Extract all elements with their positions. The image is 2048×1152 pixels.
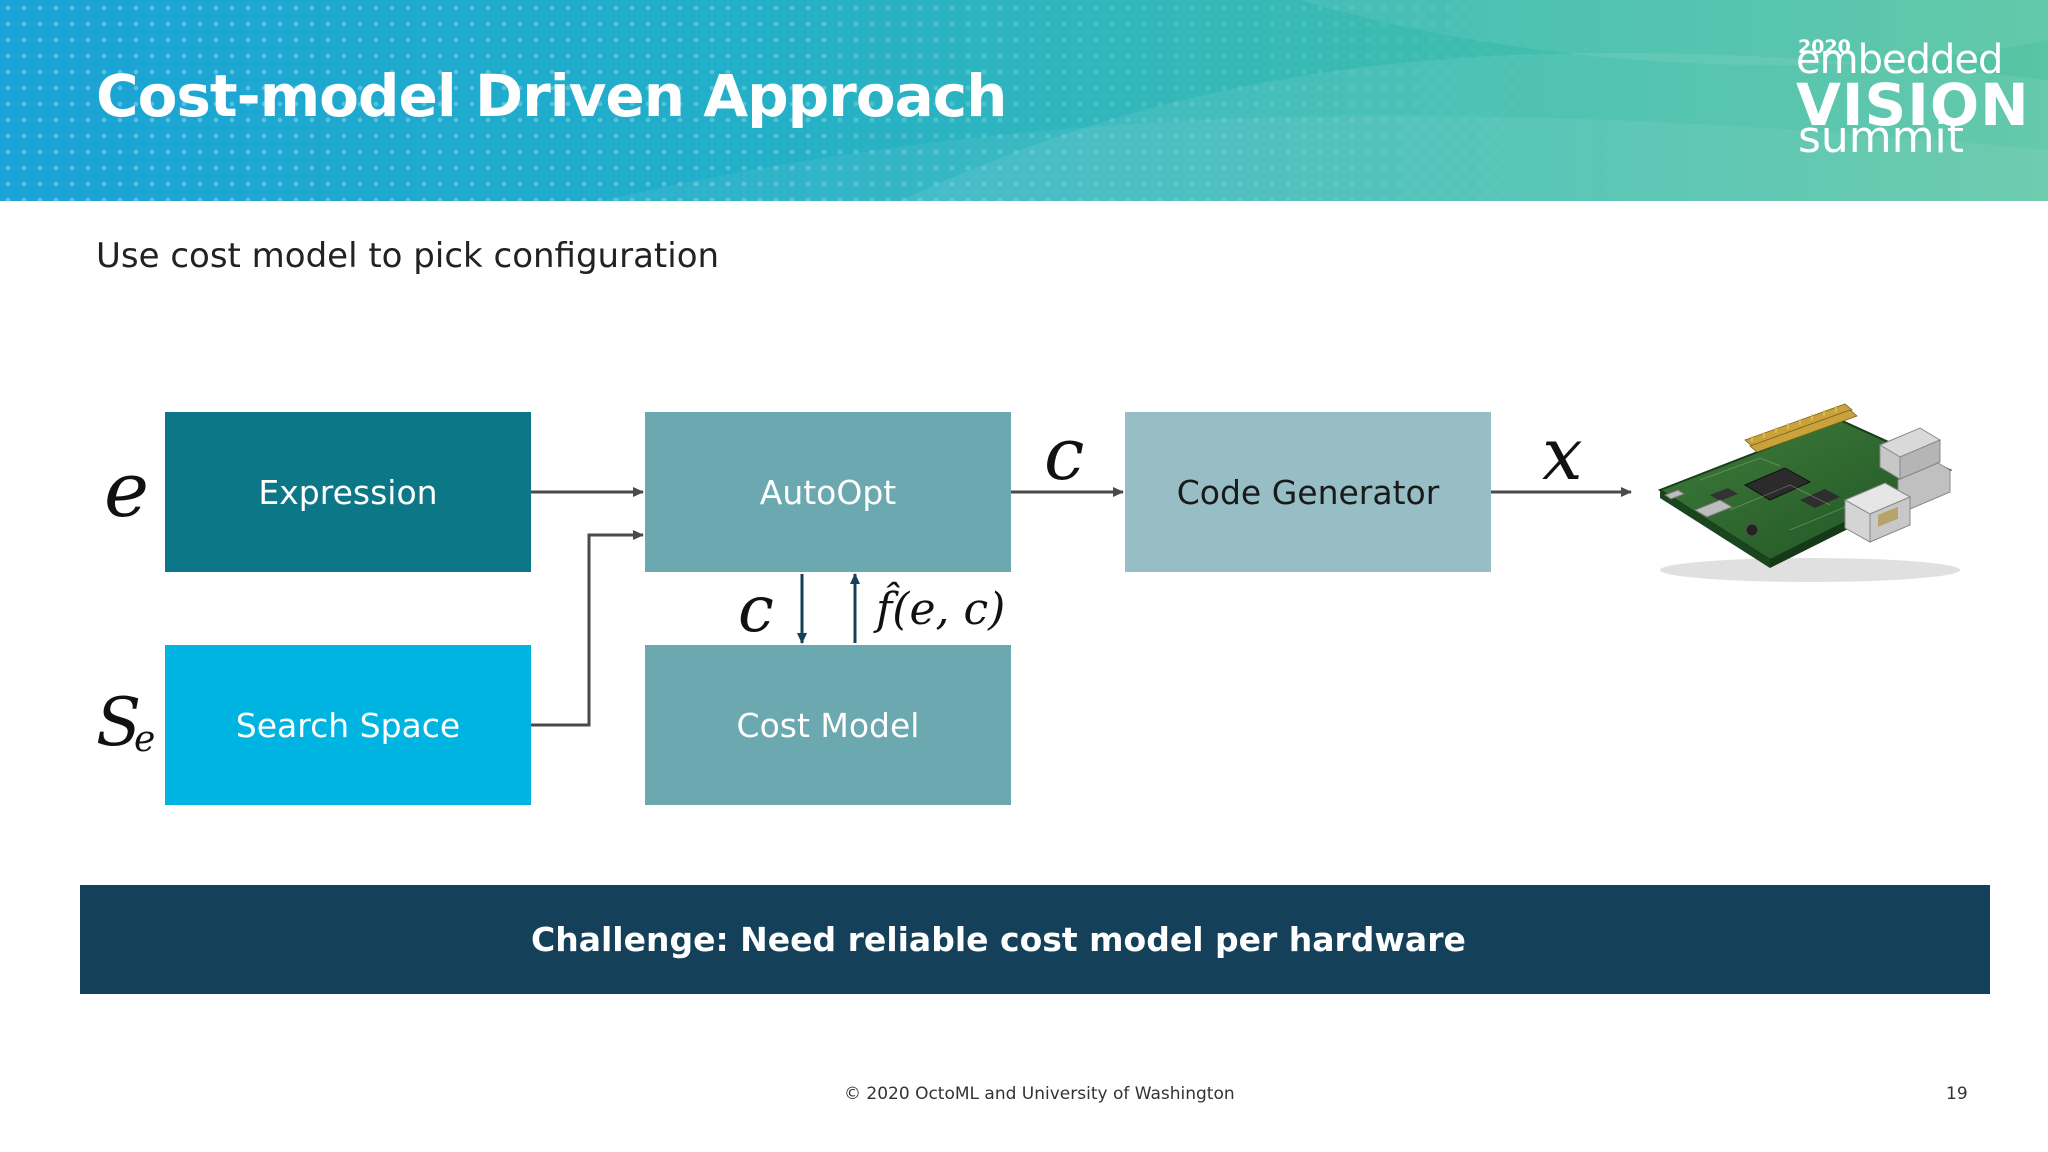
- arrow-search-space-to-autoopt: [531, 530, 644, 727]
- expression-variable: e: [104, 445, 149, 534]
- config-variable-down: c: [738, 573, 774, 647]
- search-space-box: Search Space: [165, 645, 531, 805]
- logo-year: 2020: [1798, 36, 1851, 58]
- challenge-banner-text: Challenge: Need reliable cost model per …: [531, 920, 1466, 959]
- cost-model-box-label: Cost Model: [736, 705, 920, 745]
- autoopt-box-label: AutoOpt: [759, 472, 897, 512]
- header-banner: Cost-model Driven Approach 2020 embedded…: [0, 0, 2048, 201]
- header-dot-pattern: [0, 0, 2048, 201]
- expression-box: Expression: [165, 412, 531, 572]
- search-space-subscript: e: [134, 719, 156, 760]
- logo-line-embedded: embedded: [1796, 37, 2003, 83]
- code-generator-box-label: Code Generator: [1176, 472, 1440, 512]
- config-variable-top: c: [1044, 412, 1085, 496]
- output-variable: x: [1542, 412, 1583, 496]
- slide-subtitle: Use cost model to pick configuration: [96, 236, 720, 276]
- cost-function-label: f̂(e, c): [876, 584, 1006, 635]
- header-wave-decoration: [600, 0, 2048, 201]
- expression-box-label: Expression: [258, 472, 438, 512]
- search-space-box-label: Search Space: [235, 705, 461, 745]
- raspberry-pi-board-icon: [1657, 403, 1960, 582]
- logo-line-vision: VISION: [1796, 71, 2030, 139]
- copyright-footer: © 2020 OctoML and University of Washingt…: [844, 1084, 1235, 1104]
- embedded-vision-summit-logo: 2020 embedded VISION summit: [1796, 36, 2029, 166]
- search-space-variable: S: [96, 684, 142, 761]
- code-generator-box: Code Generator: [1125, 412, 1491, 572]
- autoopt-box: AutoOpt: [645, 412, 1011, 572]
- page-number: 19: [1946, 1084, 1968, 1104]
- logo-line-summit: summit: [1798, 112, 1965, 163]
- challenge-banner: Challenge: Need reliable cost model per …: [80, 885, 1990, 994]
- cost-model-box: Cost Model: [645, 645, 1011, 805]
- slide-title: Cost-model Driven Approach: [96, 62, 1007, 130]
